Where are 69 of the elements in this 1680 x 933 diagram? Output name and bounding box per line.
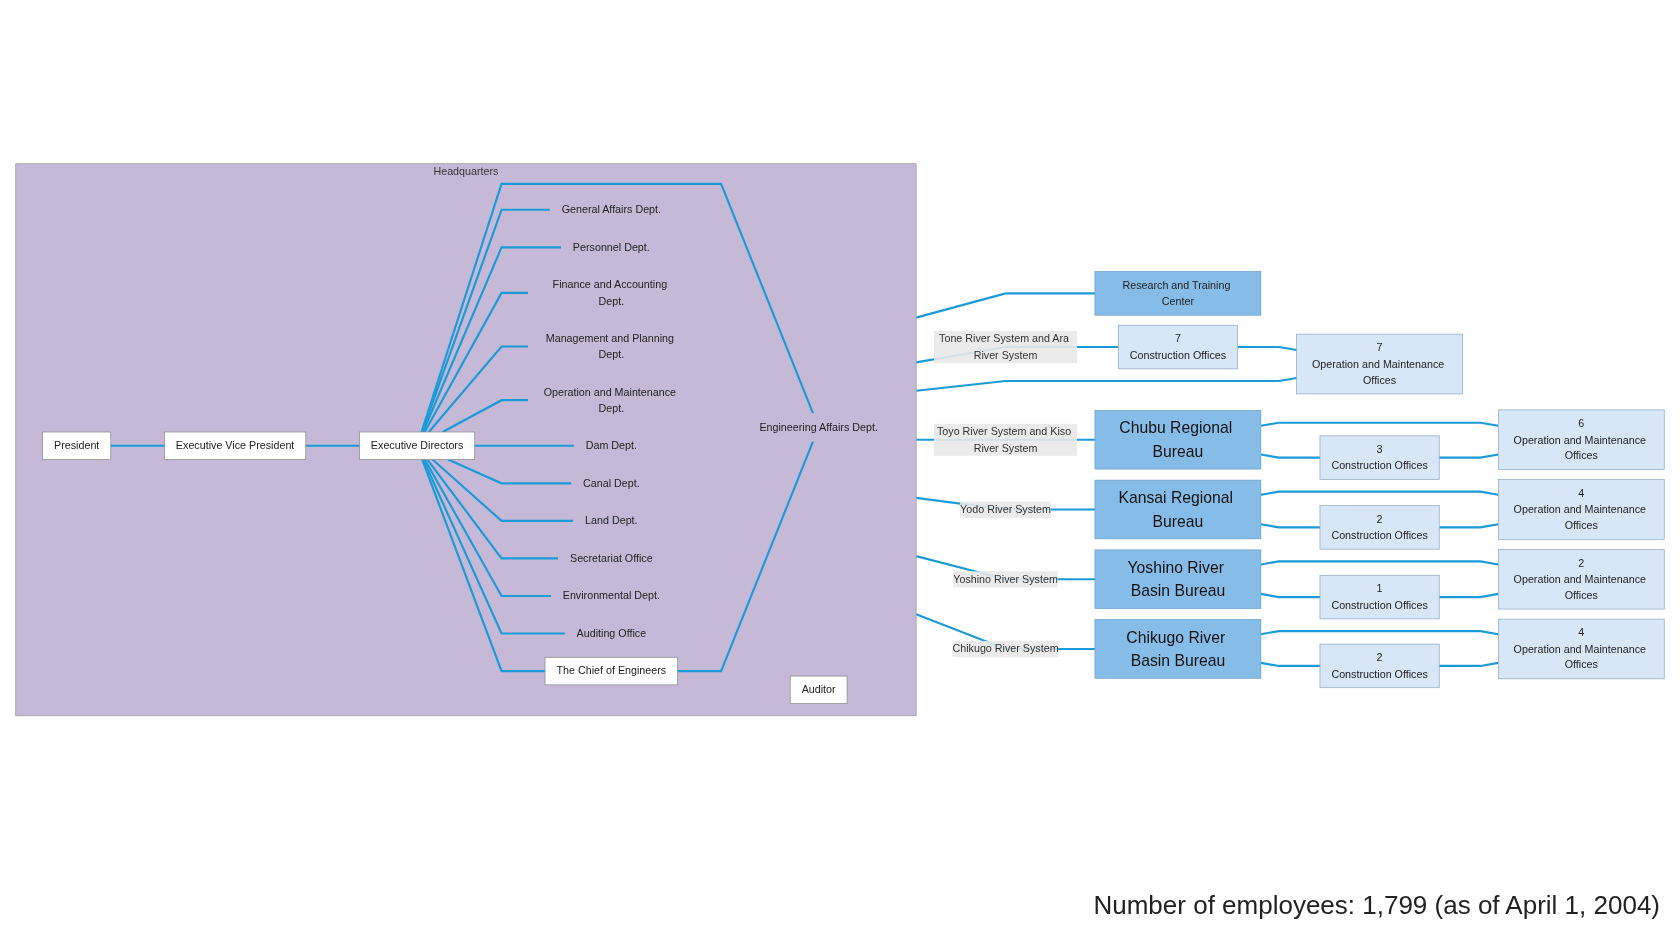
node-text: Land Dept. <box>585 514 638 527</box>
connector <box>916 377 1297 393</box>
node-box: The Chief of Engineers <box>544 657 678 686</box>
node-box: 7 Operation and Maintenance Offices <box>1296 334 1463 395</box>
connector <box>426 459 559 560</box>
connector <box>442 399 529 434</box>
node-text: Canal Dept. <box>583 476 640 490</box>
connector <box>305 444 360 448</box>
node-box: Kansai Regional Bureau <box>1094 480 1262 540</box>
node-box: 2 Construction Offices <box>1319 505 1440 550</box>
connector <box>110 444 165 448</box>
connector <box>1439 593 1499 599</box>
connector <box>447 458 572 485</box>
connector <box>1237 346 1297 352</box>
connector <box>677 441 815 673</box>
node-text: Engineering Affairs Dept. <box>759 421 878 434</box>
node-text: Dam Dept. <box>585 439 637 452</box>
node-text: Auditing Office <box>576 627 647 640</box>
connector <box>423 292 529 433</box>
node-box: Research and Training Center <box>1094 271 1262 316</box>
node-box: 1 Construction Offices <box>1319 575 1440 620</box>
connector <box>422 459 566 635</box>
connector <box>1260 421 1499 428</box>
connector <box>1260 560 1499 566</box>
node-text: General Affairs Dept. <box>561 203 662 216</box>
node-text: Management and Planning Dept. <box>545 332 674 361</box>
node-box: 6 Operation and Maintenance Offices <box>1497 409 1665 471</box>
connector <box>1260 662 1320 668</box>
node-box: Executive Vice President <box>164 431 307 461</box>
connector <box>1260 453 1320 459</box>
edge-label: Tone River System and Ara River System <box>939 332 1070 361</box>
connector <box>1260 630 1499 636</box>
node-box: 4 Operation and Maintenance Offices <box>1497 619 1665 680</box>
node-box: 2 Construction Offices <box>1319 644 1440 689</box>
connector <box>431 459 574 523</box>
node-box: 4 Operation and Maintenance Offices <box>1497 479 1665 540</box>
connector <box>423 459 552 598</box>
node-box: President <box>42 431 112 461</box>
edge-label: Yoshino River System <box>953 572 1058 586</box>
node-box: Chubu Regional Bureau <box>1094 410 1262 470</box>
node-text: Operation and Maintenance Dept. <box>543 385 677 415</box>
node-text: Personnel Dept. <box>572 240 650 254</box>
connector <box>421 246 562 433</box>
caption: Number of employees: 1,799 (as of April 1, 2004) <box>1093 890 1660 921</box>
connector <box>428 345 529 433</box>
node-text: Finance and Accounting Dept. <box>552 278 668 307</box>
connector <box>1439 662 1499 668</box>
node-box: 2 Operation and Maintenance Offices <box>1497 549 1665 610</box>
node-text: Environmental Dept. <box>562 589 660 602</box>
edge-label: Toyo River System and Kiso River System <box>936 425 1072 454</box>
connector <box>474 444 575 448</box>
node-box: Executive Directors <box>359 431 476 461</box>
edge-label: Chikugo River System <box>952 642 1059 655</box>
node-text: Secretariat Office <box>570 552 653 565</box>
node-box: 7 Construction Offices <box>1117 325 1238 370</box>
node-box: Chikugo River Basin Bureau <box>1094 619 1262 679</box>
node-box: 3 Construction Offices <box>1319 435 1440 481</box>
edge-label: Yodo River System <box>960 503 1051 516</box>
connector <box>1439 523 1499 529</box>
connector <box>420 183 815 433</box>
connector <box>421 208 551 433</box>
connector <box>1439 453 1499 459</box>
node-box: Yoshino River Basin Bureau <box>1094 549 1262 610</box>
connector <box>1260 593 1320 599</box>
connector <box>1260 523 1320 529</box>
node-box: Auditor <box>789 675 848 705</box>
connector <box>915 292 1095 319</box>
connector <box>421 459 546 673</box>
connector <box>1260 490 1499 497</box>
